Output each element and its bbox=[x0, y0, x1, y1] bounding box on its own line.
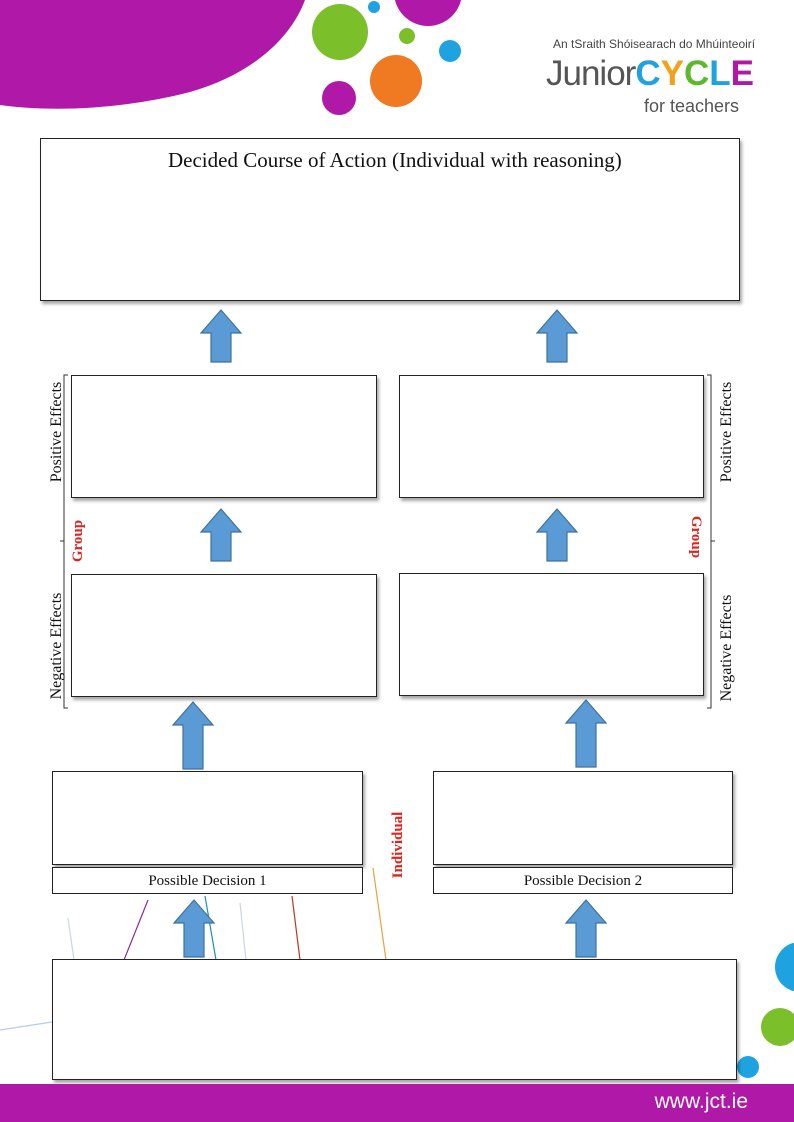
header-tagline: An tSraith Shóisearach do Mhúinteoirí bbox=[553, 37, 756, 51]
small-green-circle bbox=[399, 28, 415, 44]
orange-circle bbox=[370, 55, 422, 107]
right-small-blue-circle bbox=[737, 1056, 759, 1078]
website-link[interactable]: www.jct.ie bbox=[654, 1090, 748, 1113]
right-green-circle bbox=[761, 1008, 794, 1046]
negative-effects-box-2[interactable] bbox=[399, 573, 704, 696]
possible-decision-2-label: Possible Decision 2 bbox=[433, 867, 733, 894]
group-label-right: Group bbox=[688, 515, 704, 559]
logo-cycle-letter: Y bbox=[660, 54, 684, 93]
right-blue-circle bbox=[775, 942, 794, 992]
logo-cycle-letter: C bbox=[683, 54, 710, 93]
negative-effects-label-right: Negative Effects bbox=[718, 594, 735, 702]
positive-effects-box-2[interactable] bbox=[399, 375, 704, 498]
small-blue-circle bbox=[368, 1, 380, 13]
possible-decision-box-1[interactable] bbox=[52, 771, 363, 865]
logo-cycle-letter: C bbox=[635, 54, 661, 93]
possible-decision-box-2[interactable] bbox=[433, 771, 733, 865]
group-label-left: Group bbox=[70, 519, 86, 563]
possible-decision-1-label: Possible Decision 1 bbox=[52, 867, 363, 894]
positive-effects-label-left: Positive Effects bbox=[48, 381, 65, 483]
logo-cycle-text: CYCLE bbox=[635, 54, 754, 93]
positive-effects-label-right: Positive Effects bbox=[718, 381, 735, 483]
footer-bar: www.jct.ie bbox=[0, 1084, 794, 1122]
junior-cycle-logo: JuniorCYCLE bbox=[546, 54, 754, 94]
decided-course-box[interactable] bbox=[40, 138, 740, 301]
negative-effects-label-left: Negative Effects bbox=[48, 592, 65, 700]
purple-corner-shape bbox=[0, 0, 305, 109]
blue-circle bbox=[439, 40, 461, 62]
positive-effects-box-1[interactable] bbox=[71, 375, 377, 498]
individual-label: Individual bbox=[390, 811, 406, 879]
purple-circle bbox=[322, 81, 356, 115]
green-circle bbox=[312, 4, 368, 60]
logo-cycle-letter: L bbox=[709, 54, 731, 93]
logo-cycle-letter: E bbox=[730, 54, 754, 93]
decided-course-title: Decided Course of Action (Individual wit… bbox=[168, 148, 622, 172]
purple-top-circle bbox=[394, 0, 462, 26]
negative-effects-box-1[interactable] bbox=[71, 574, 377, 697]
issue-box[interactable] bbox=[52, 959, 737, 1080]
logo-subtitle: for teachers bbox=[644, 96, 740, 116]
logo-junior-text: Junior bbox=[546, 54, 636, 93]
